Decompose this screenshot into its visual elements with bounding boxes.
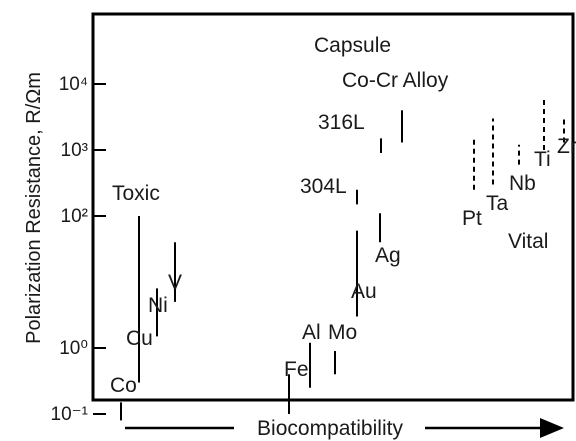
x-axis-label: Biocompatibility — [257, 417, 403, 440]
material-label-au: Au — [351, 280, 377, 303]
group-label-toxic: Toxic — [112, 182, 160, 205]
y-tick-label: 10³ — [61, 140, 88, 161]
group-label-vital: Vital — [508, 230, 548, 253]
material-label-ti: Ti — [534, 148, 551, 171]
plot-frame — [91, 12, 575, 402]
material-label-cu: Cu — [126, 327, 153, 350]
material-label-ag: Ag — [375, 244, 401, 267]
material-label-zr: Zr — [557, 135, 576, 158]
y-tick-label: 10⁻¹ — [51, 404, 89, 425]
material-label-304l: 304L — [300, 175, 347, 198]
y-tick-label: 10⁴ — [59, 74, 88, 95]
material-label-co-cr-alloy: Co-Cr Alloy — [342, 69, 449, 92]
y-tick-label: 10⁰ — [59, 338, 88, 359]
material-label-co: Co — [110, 374, 137, 397]
x-axis: Biocompatibility — [125, 417, 564, 440]
y-tick-label: 10² — [61, 206, 88, 227]
material-label-pt: Pt — [462, 207, 482, 230]
material-label-nb: Nb — [509, 172, 536, 195]
y-axis-label: Polarization Resistance, R/Ωm — [23, 72, 45, 344]
material-label-ni: Ni — [148, 294, 168, 317]
material-label-ta: Ta — [486, 192, 509, 215]
material-label-al: Al — [302, 321, 321, 344]
material-labels: Co Cu NiV Fe Al Mo Au Ag 304L 316L Co-Cr AlloyPtTa… — [110, 69, 576, 397]
material-label-v: V — [168, 271, 182, 294]
material-ranges — [120, 98, 565, 421]
material-label-316l: 316L — [318, 111, 365, 134]
group-label-capsule: Capsule — [314, 34, 391, 57]
y-axis-ticks: 10⁻¹ 10⁰ 10² 10³ 10⁴ — [51, 74, 106, 425]
material-label-fe: Fe — [284, 358, 309, 381]
material-label-mo: Mo — [328, 321, 357, 344]
x-arrow-head — [540, 418, 564, 438]
